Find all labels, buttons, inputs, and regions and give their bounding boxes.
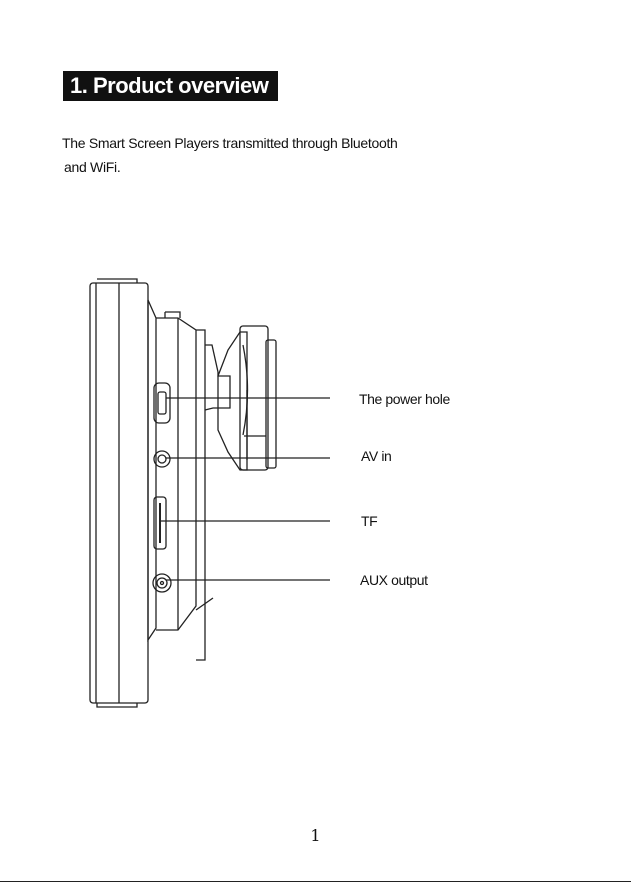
intro-paragraph: The Smart Screen Players transmitted thr… (62, 131, 482, 179)
intro-line-1: The Smart Screen Players transmitted thr… (62, 135, 398, 151)
page-number: 1 (0, 826, 631, 845)
footer-rule (0, 881, 631, 882)
device-body (90, 279, 230, 707)
intro-line-2: and WiFi. (62, 155, 482, 179)
section-heading: 1. Product overview (63, 71, 278, 101)
device-side-view-diagram (80, 270, 500, 720)
aux-output-label: AUX output (360, 572, 428, 588)
tf-label: TF (361, 513, 377, 529)
av-in-label: AV in (361, 448, 391, 464)
power-hole-label: The power hole (359, 391, 450, 407)
